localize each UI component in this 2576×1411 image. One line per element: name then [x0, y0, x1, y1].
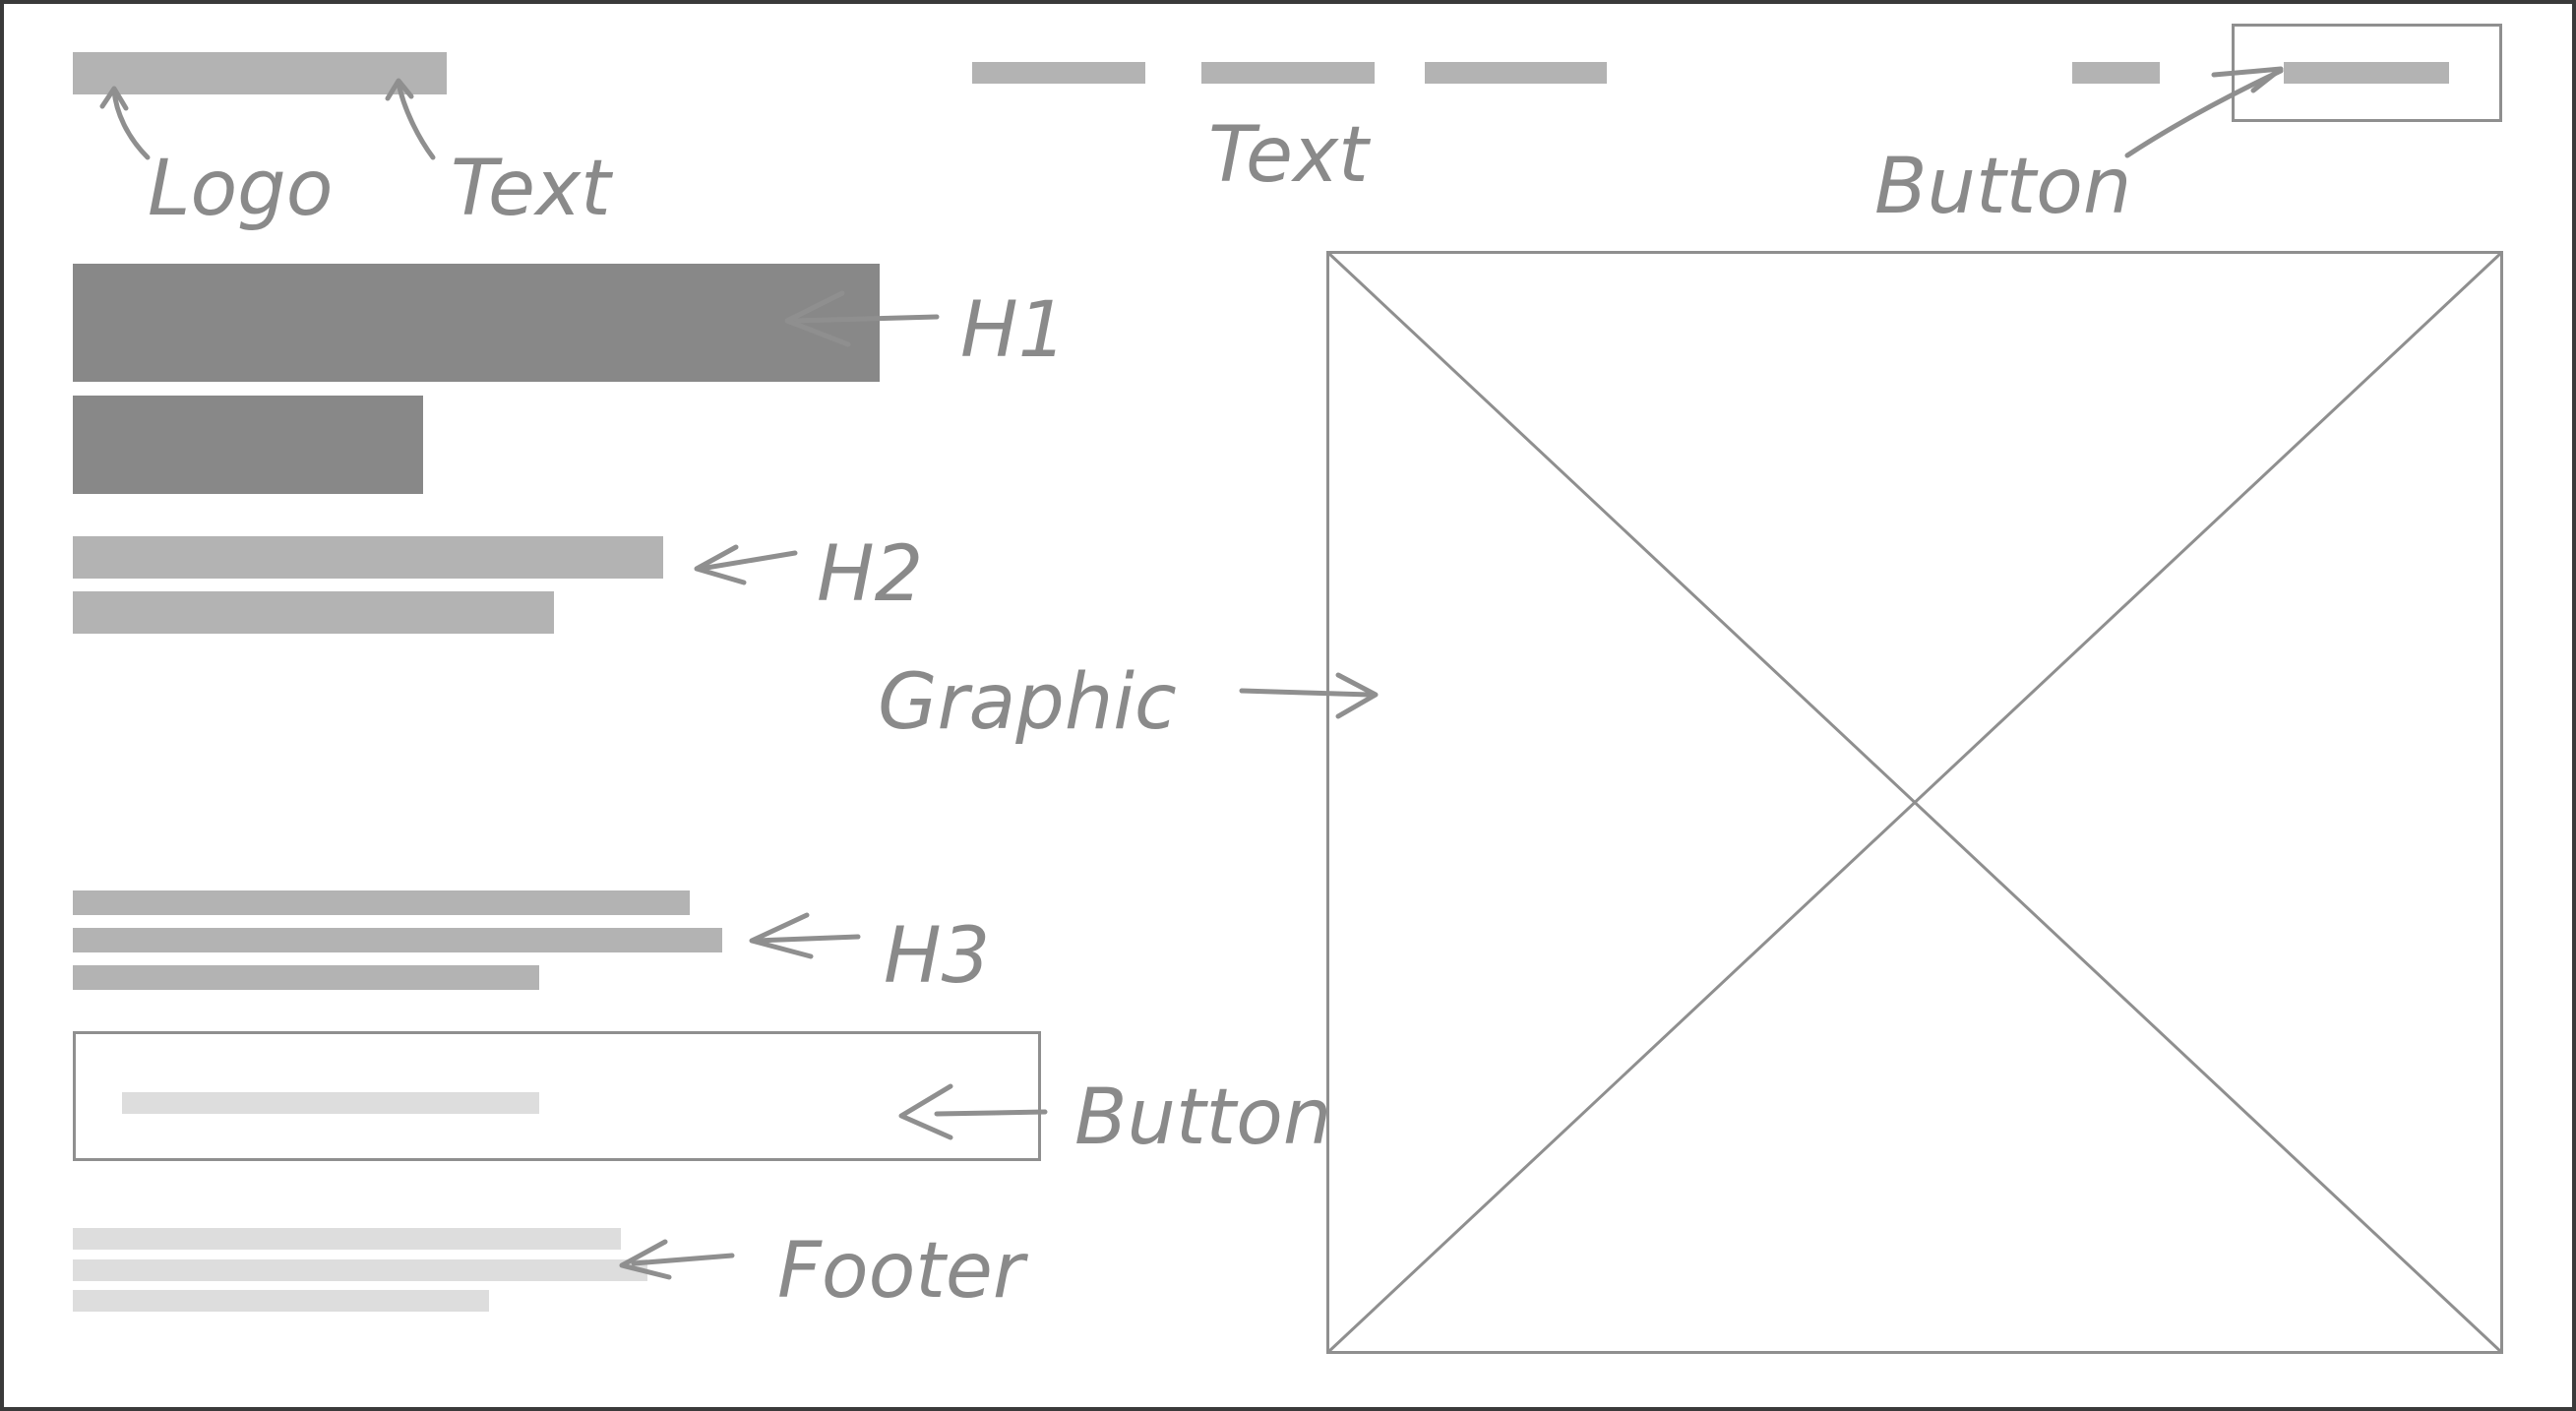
header-button-label	[2284, 62, 2449, 84]
footer-arrow	[631, 1253, 735, 1266]
text-arrowhead-left	[385, 78, 414, 101]
h3-annotation: H3	[884, 912, 990, 1001]
graphic-arrow	[1239, 688, 1373, 698]
h3-line-3	[73, 965, 539, 990]
h3-arrow	[753, 934, 861, 944]
cta-button[interactable]	[73, 1031, 1041, 1161]
h2-arrowhead	[694, 544, 747, 585]
cta-button-annotation: Button	[1074, 1074, 1331, 1162]
logo-arrowhead	[99, 86, 129, 111]
nav-link-2[interactable]	[1201, 62, 1375, 84]
h2-line-2	[73, 591, 554, 634]
footer-line-1	[73, 1228, 621, 1250]
logo-arrow	[111, 88, 151, 160]
h2-line-1	[73, 536, 663, 579]
text-arrow-left	[396, 80, 436, 160]
h3-line-2	[73, 928, 722, 952]
logo-placeholder[interactable]	[73, 52, 447, 94]
h2-annotation: H2	[817, 530, 923, 619]
graphic-placeholder	[1326, 251, 2503, 1354]
footer-line-2	[73, 1259, 647, 1281]
h1-arrow	[792, 314, 940, 324]
cta-button-arrowhead	[898, 1083, 953, 1140]
nav-link-1[interactable]	[972, 62, 1145, 84]
h1-arrowhead	[784, 290, 851, 347]
nav-link-3[interactable]	[1425, 62, 1607, 84]
graphic-arrowhead	[1335, 672, 1379, 719]
cta-button-label	[122, 1092, 539, 1114]
footer-arrowhead	[619, 1239, 672, 1280]
graphic-annotation: Graphic	[878, 658, 1177, 747]
nav-text-annotation-left: Text	[451, 145, 613, 233]
header-button-annotation: Button	[1874, 143, 2131, 231]
header-button-arrowhead	[2211, 66, 2284, 93]
h3-arrowhead	[749, 912, 814, 959]
logo-annotation: Logo	[148, 145, 333, 233]
footer-line-3	[73, 1290, 489, 1312]
footer-annotation: Footer	[777, 1227, 1029, 1316]
header-button-arrow	[2124, 68, 2284, 158]
h1-line-2	[73, 396, 423, 494]
nav-link-4[interactable]	[2072, 62, 2160, 84]
h3-line-1	[73, 890, 690, 915]
nav-text-annotation-center: Text	[1208, 111, 1371, 200]
h2-arrow	[698, 550, 798, 572]
cta-button-arrow	[934, 1109, 1048, 1117]
h1-annotation: H1	[960, 286, 1067, 375]
graphic-diagonal-2	[1326, 251, 2503, 1354]
h1-line-1	[73, 264, 880, 382]
